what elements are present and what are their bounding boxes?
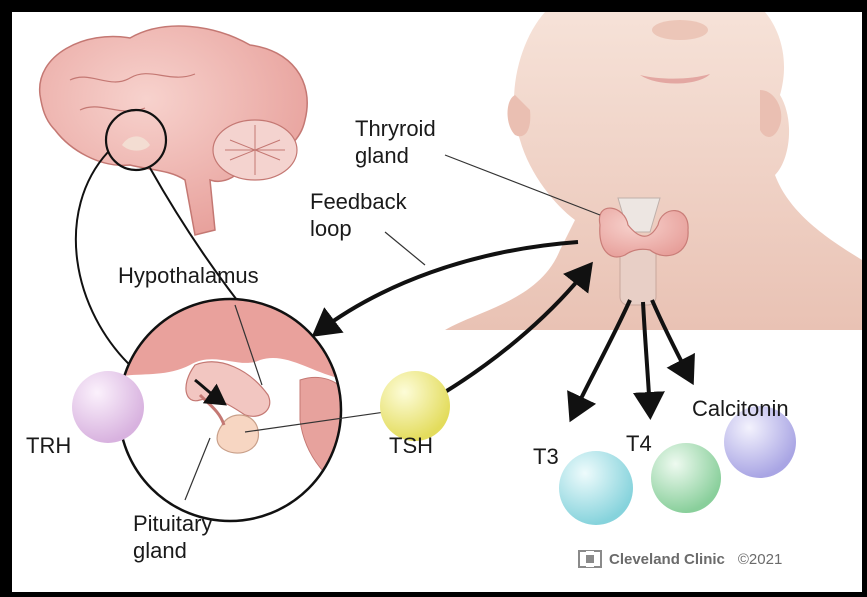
t4-label: T4: [626, 430, 652, 457]
pituitary-label-line2: gland: [133, 537, 212, 564]
t3-label: T3: [533, 443, 559, 470]
credit-line: Cleveland Clinic ©2021: [578, 550, 782, 568]
calcitonin-label: Calcitonin: [692, 395, 789, 422]
hypothalamus-label: Hypothalamus: [118, 262, 259, 289]
thyroid-label: Thryroid gland: [355, 115, 436, 169]
tsh-sphere: [380, 371, 450, 441]
t3-sphere: [559, 451, 633, 525]
feedback-label-line1: Feedback: [310, 188, 407, 215]
tsh-label: TSH: [389, 432, 433, 459]
cleveland-clinic-logo-icon: [578, 550, 602, 568]
pituitary-label-line1: Pituitary: [133, 510, 212, 537]
feedback-label-line2: loop: [310, 215, 407, 242]
thyroid-label-line1: Thryroid: [355, 115, 436, 142]
credit-year: ©2021: [738, 551, 782, 568]
trh-sphere: [72, 371, 144, 443]
feedback-loop-label: Feedback loop: [310, 188, 407, 242]
t4-sphere: [651, 443, 721, 513]
thyroid-label-line2: gland: [355, 142, 436, 169]
pituitary-label: Pituitary gland: [133, 510, 212, 564]
trh-label: TRH: [26, 432, 71, 459]
credit-brand: Cleveland Clinic: [609, 551, 725, 568]
